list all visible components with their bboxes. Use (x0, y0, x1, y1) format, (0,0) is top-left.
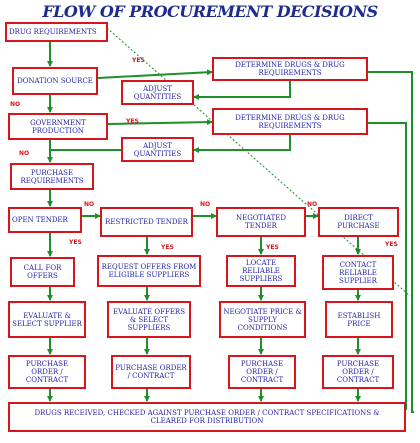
node-drugs-received: DRUGS RECEIVED, CHECKED AGAINST PURCHASE… (8, 402, 406, 432)
no-label-1: NO (10, 101, 21, 108)
node-restricted-tender: RESTRICTED TENDER (100, 207, 193, 237)
diagram-title: FLOW OF PROCUREMENT DECISIONS (42, 2, 378, 21)
node-contact-supplier: CONTACT RELIABLE SUPPLIER (322, 255, 394, 290)
node-purchase-requirements: PURCHASE REQUIREMENTS (10, 163, 94, 190)
node-direct-purchase: DIRECT PURCHASE (318, 207, 399, 237)
node-purchase-order-4: PURCHASE ORDER / CONTRACT (322, 355, 394, 389)
no-label-2: NO (19, 150, 30, 157)
yes-label-3: YES (69, 239, 82, 246)
node-purchase-order-2: PURCHASE ORDER / CONTRACT (111, 355, 191, 389)
yes-label-1: YES (132, 57, 145, 64)
node-purchase-order-3: PURCHASE ORDER / CONTRACT (228, 355, 296, 389)
node-evaluate-offers: EVALUATE OFFERS & SELECT SUPPLIERS (107, 301, 191, 338)
node-adjust-quantities-2: ADJUST QUANTITIES (121, 137, 194, 162)
node-establish-price: ESTABLISH PRICE (325, 301, 393, 338)
yes-label-6: YES (385, 241, 398, 248)
node-evaluate-select-supplier: EVALUATE & SELECT SUPPLIER (8, 301, 86, 338)
line-determine2-to-received (368, 122, 407, 410)
arrow-government-to-determine (107, 119, 213, 126)
node-locate-suppliers: LOCATE RELIABLE SUPPLIERS (226, 255, 296, 287)
no-label-4: NO (200, 201, 211, 208)
line-determine-to-received (368, 71, 414, 413)
node-negotiate-price: NEGOTIATE PRICE & SUPPLY CONDITIONS (219, 301, 306, 338)
node-adjust-quantities-1: ADJUST QUANTITIES (121, 80, 194, 105)
no-label-5: NO (307, 201, 318, 208)
node-negotiated-tender: NEGOTIATED TENDER (216, 207, 306, 237)
node-drug-requirements: DRUG REQUIREMENTS (5, 22, 108, 42)
yes-label-2: YES (126, 118, 139, 125)
dashed-guide-line (106, 27, 411, 297)
node-determine-drugs-1: DETERMINE DRUGS & DRUG REQUIREMENTS (212, 57, 368, 81)
arrow-donation-to-determine (97, 69, 213, 79)
no-label-3: NO (84, 201, 95, 208)
arrow-determine-to-adjust (193, 81, 291, 100)
node-request-offers: REQUEST OFFERS FROM ELIGIBLE SUPPLIERS (97, 255, 201, 287)
node-open-tender: OPEN TENDER (8, 207, 82, 233)
yes-label-4: YES (161, 244, 174, 251)
node-government-production: GOVERNMENT PRODUCTION (8, 113, 108, 140)
yes-label-5: YES (266, 244, 279, 251)
node-call-for-offers: CALL FOR OFFERS (10, 257, 75, 287)
node-determine-drugs-2: DETERMINE DRUGS & DRUG REQUIREMENTS (212, 108, 368, 135)
node-purchase-order-1: PURCHASE ORDER / CONTRACT (8, 355, 86, 389)
node-donation-source: DONATION SOURCE (12, 67, 98, 95)
arrow-determine2-to-adjust2 (193, 135, 291, 153)
